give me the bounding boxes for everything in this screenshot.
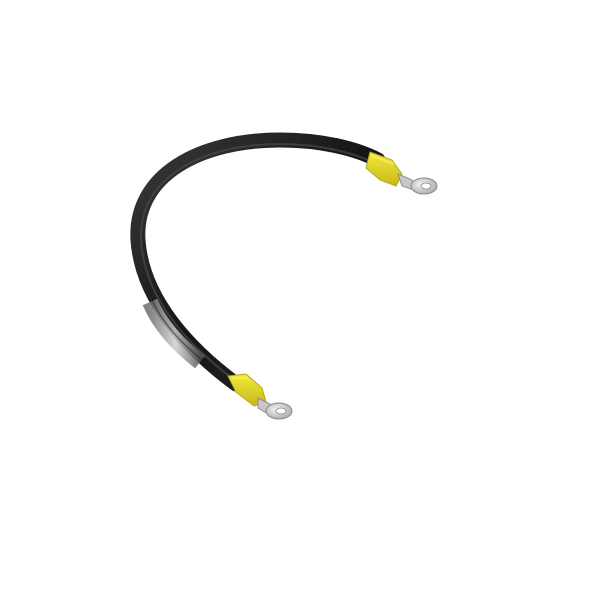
label-band: [142, 298, 205, 369]
label-band-edge: [151, 299, 203, 361]
cable-highlight: [139, 142, 375, 379]
cable-body: [130, 132, 386, 392]
sleeve-upper: [365, 151, 403, 187]
ring-terminal-upper: [397, 173, 438, 195]
ring-terminal-lower: [257, 397, 293, 420]
